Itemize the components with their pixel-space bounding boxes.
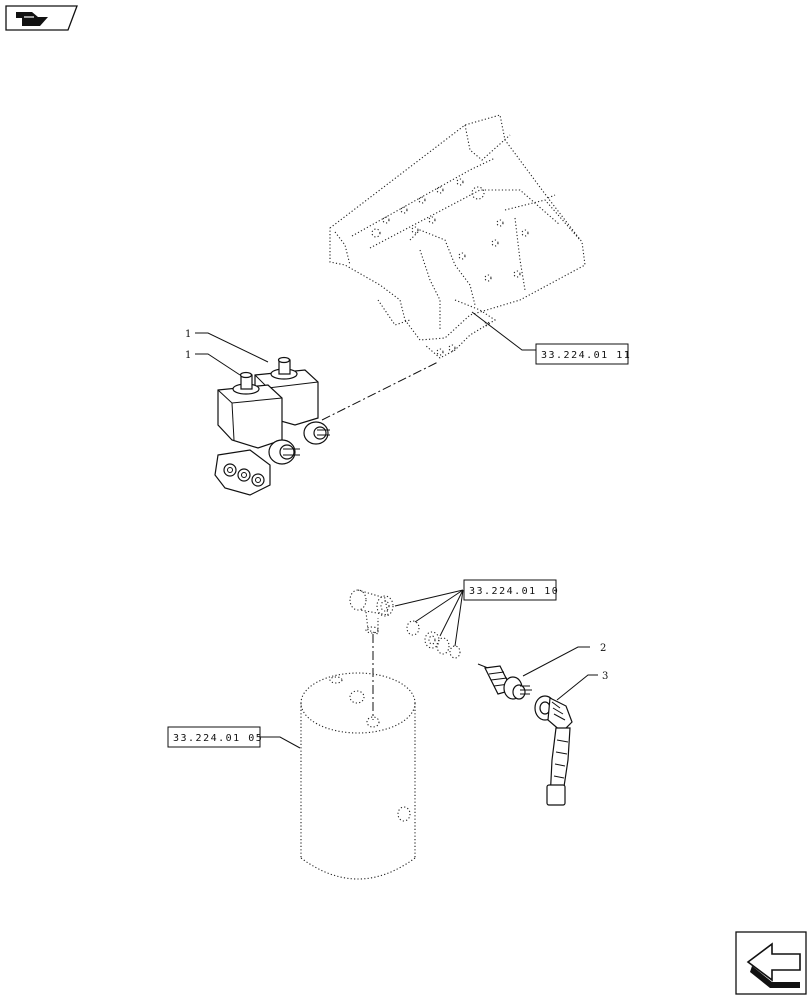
reference-tank-label: 33.224.01 05 bbox=[173, 733, 263, 744]
cable-connector bbox=[534, 695, 573, 806]
callout-label-valve-b: 1 bbox=[185, 350, 191, 361]
tractor-frame bbox=[329, 114, 586, 359]
fitting-parts bbox=[349, 589, 461, 659]
book-page-icon[interactable] bbox=[5, 5, 78, 31]
callout-valve-a: 1 bbox=[185, 329, 269, 363]
reference-fitting-label: 33.224.01 10 bbox=[469, 586, 559, 597]
air-tank bbox=[300, 672, 416, 880]
assembly-centerline bbox=[321, 361, 439, 421]
reference-tank[interactable]: 33.224.01 05 bbox=[167, 726, 301, 749]
callout-label-switch: 2 bbox=[600, 643, 606, 654]
reference-frame[interactable]: 33.224.01 11 bbox=[471, 311, 631, 365]
callout-label-connector: 3 bbox=[602, 671, 608, 682]
solenoid-valve-block bbox=[214, 356, 330, 496]
reference-frame-label: 33.224.01 11 bbox=[541, 350, 631, 361]
callout-label-valve-a: 1 bbox=[185, 329, 191, 340]
callout-valve-b: 1 bbox=[185, 350, 241, 376]
callout-connector: 3 bbox=[556, 671, 608, 701]
pressure-switch bbox=[477, 663, 532, 700]
next-page-arrow-icon[interactable] bbox=[735, 931, 807, 995]
reference-fitting[interactable]: 33.224.01 10 bbox=[394, 579, 559, 647]
callout-switch: 2 bbox=[522, 643, 606, 677]
